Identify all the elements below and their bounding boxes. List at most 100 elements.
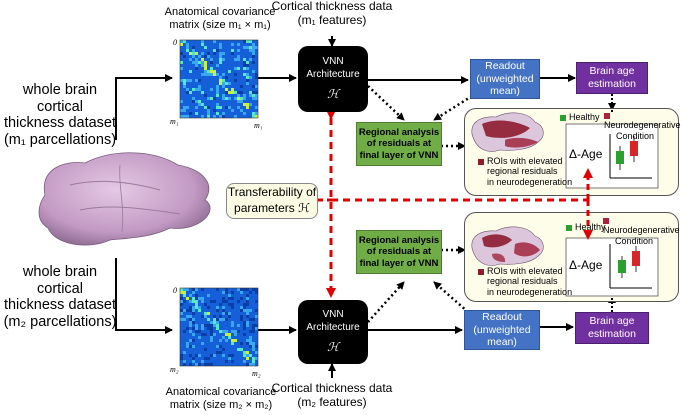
matrix-cell bbox=[255, 115, 258, 118]
matrix-cell bbox=[204, 312, 207, 315]
matrix-cell bbox=[186, 327, 189, 330]
matrix-cell bbox=[252, 46, 255, 49]
matrix-cell bbox=[243, 309, 246, 312]
healthy-swatch-icon bbox=[560, 114, 566, 121]
matrix-cell bbox=[243, 46, 246, 49]
matrix-cell bbox=[198, 61, 201, 64]
matrix-cell bbox=[183, 85, 186, 88]
matrix-cell bbox=[225, 91, 228, 94]
matrix-cell bbox=[249, 94, 252, 97]
matrix-cell bbox=[237, 55, 240, 58]
matrix-cell bbox=[192, 306, 195, 309]
matrix-cell bbox=[237, 91, 240, 94]
matrix-cell bbox=[192, 357, 195, 360]
matrix-cell bbox=[243, 67, 246, 70]
matrix-cell bbox=[246, 297, 249, 300]
matrix-cell bbox=[216, 85, 219, 88]
matrix-cell bbox=[225, 300, 228, 303]
matrix-cell bbox=[219, 76, 222, 79]
matrix-cell bbox=[240, 348, 243, 351]
matrix-cell bbox=[216, 306, 219, 309]
transferability-box: Transferability of parameters ℋ bbox=[226, 183, 318, 219]
matrix-cell bbox=[240, 97, 243, 100]
matrix-cell bbox=[180, 309, 183, 312]
matrix-cell bbox=[183, 291, 186, 294]
matrix-cell bbox=[252, 91, 255, 94]
legend-healthy-bottom: Healthy bbox=[566, 222, 606, 232]
matrix-cell bbox=[243, 333, 246, 336]
matrix-cell bbox=[192, 49, 195, 52]
matrix-cell bbox=[219, 55, 222, 58]
matrix-cell bbox=[198, 297, 201, 300]
legend-healthy-top: Healthy bbox=[560, 112, 600, 122]
matrix-cell bbox=[243, 288, 246, 291]
matrix-cell bbox=[192, 291, 195, 294]
matrix-cell bbox=[207, 324, 210, 327]
roi-swatch-icon bbox=[478, 268, 484, 275]
matrix-cell bbox=[192, 88, 195, 91]
matrix-cell bbox=[231, 321, 234, 324]
matrix-cell bbox=[198, 55, 201, 58]
matrix-cell bbox=[243, 303, 246, 306]
matrix-cell bbox=[219, 345, 222, 348]
matrix-cell bbox=[207, 363, 210, 366]
matrix-cell bbox=[246, 357, 249, 360]
matrix-cell bbox=[219, 115, 222, 118]
flow-line-bottom bbox=[115, 258, 173, 334]
matrix-cell bbox=[195, 300, 198, 303]
matrix-cell bbox=[201, 91, 204, 94]
matrix-cell bbox=[255, 97, 258, 100]
matrix-top-corner: m₁ bbox=[170, 117, 179, 126]
matrix-cell bbox=[255, 76, 258, 79]
matrix-cell bbox=[201, 73, 204, 76]
matrix-cell bbox=[198, 309, 201, 312]
matrix-cell bbox=[222, 73, 225, 76]
dataset-label-bottom: whole brain cortical thickness dataset (… bbox=[3, 264, 117, 331]
matrix-cell bbox=[195, 100, 198, 103]
matrix-cell bbox=[234, 73, 237, 76]
matrix-cell bbox=[231, 297, 234, 300]
matrix-cell bbox=[183, 40, 186, 43]
matrix-cell bbox=[210, 321, 213, 324]
matrix-cell bbox=[228, 315, 231, 318]
matrix-cell bbox=[246, 342, 249, 345]
matrix-cell bbox=[252, 49, 255, 52]
matrix-cell bbox=[189, 309, 192, 312]
matrix-cell bbox=[228, 294, 231, 297]
matrix-cell bbox=[240, 291, 243, 294]
matrix-cell bbox=[195, 330, 198, 333]
matrix-cell bbox=[246, 294, 249, 297]
matrix-cell bbox=[231, 88, 234, 91]
matrix-cell bbox=[213, 318, 216, 321]
matrix-cell bbox=[252, 61, 255, 64]
matrix-cell bbox=[201, 333, 204, 336]
matrix-cell bbox=[255, 112, 258, 115]
matrix-cell bbox=[228, 354, 231, 357]
matrix-cell bbox=[243, 64, 246, 67]
matrix-cell bbox=[204, 348, 207, 351]
matrix-cell bbox=[255, 324, 258, 327]
matrix-cell bbox=[219, 315, 222, 318]
brain-age-box-bottom: Brain age estimation bbox=[575, 312, 649, 344]
matrix-cell bbox=[240, 100, 243, 103]
dotted-readout-to-regional-bottom bbox=[433, 281, 469, 313]
cov-caption-top: Anatomical covariance matrix (size m₁ × … bbox=[164, 6, 276, 31]
matrix-cell bbox=[180, 297, 183, 300]
matrix-cell bbox=[195, 67, 198, 70]
matrix-cell bbox=[180, 100, 183, 103]
matrix-bottom-corner: m₂ bbox=[170, 365, 179, 374]
matrix-cell bbox=[180, 357, 183, 360]
matrix-cell bbox=[222, 58, 225, 61]
matrix-cell bbox=[213, 115, 216, 118]
matrix-cell bbox=[255, 291, 258, 294]
matrix-cell bbox=[222, 306, 225, 309]
matrix-cell bbox=[186, 88, 189, 91]
matrix-cell bbox=[249, 309, 252, 312]
matrix-cell bbox=[234, 330, 237, 333]
matrix-cell bbox=[201, 115, 204, 118]
matrix-cell bbox=[237, 330, 240, 333]
matrix-cell bbox=[192, 288, 195, 291]
matrix-cell bbox=[231, 354, 234, 357]
matrix-cell bbox=[198, 354, 201, 357]
matrix-cell bbox=[237, 97, 240, 100]
